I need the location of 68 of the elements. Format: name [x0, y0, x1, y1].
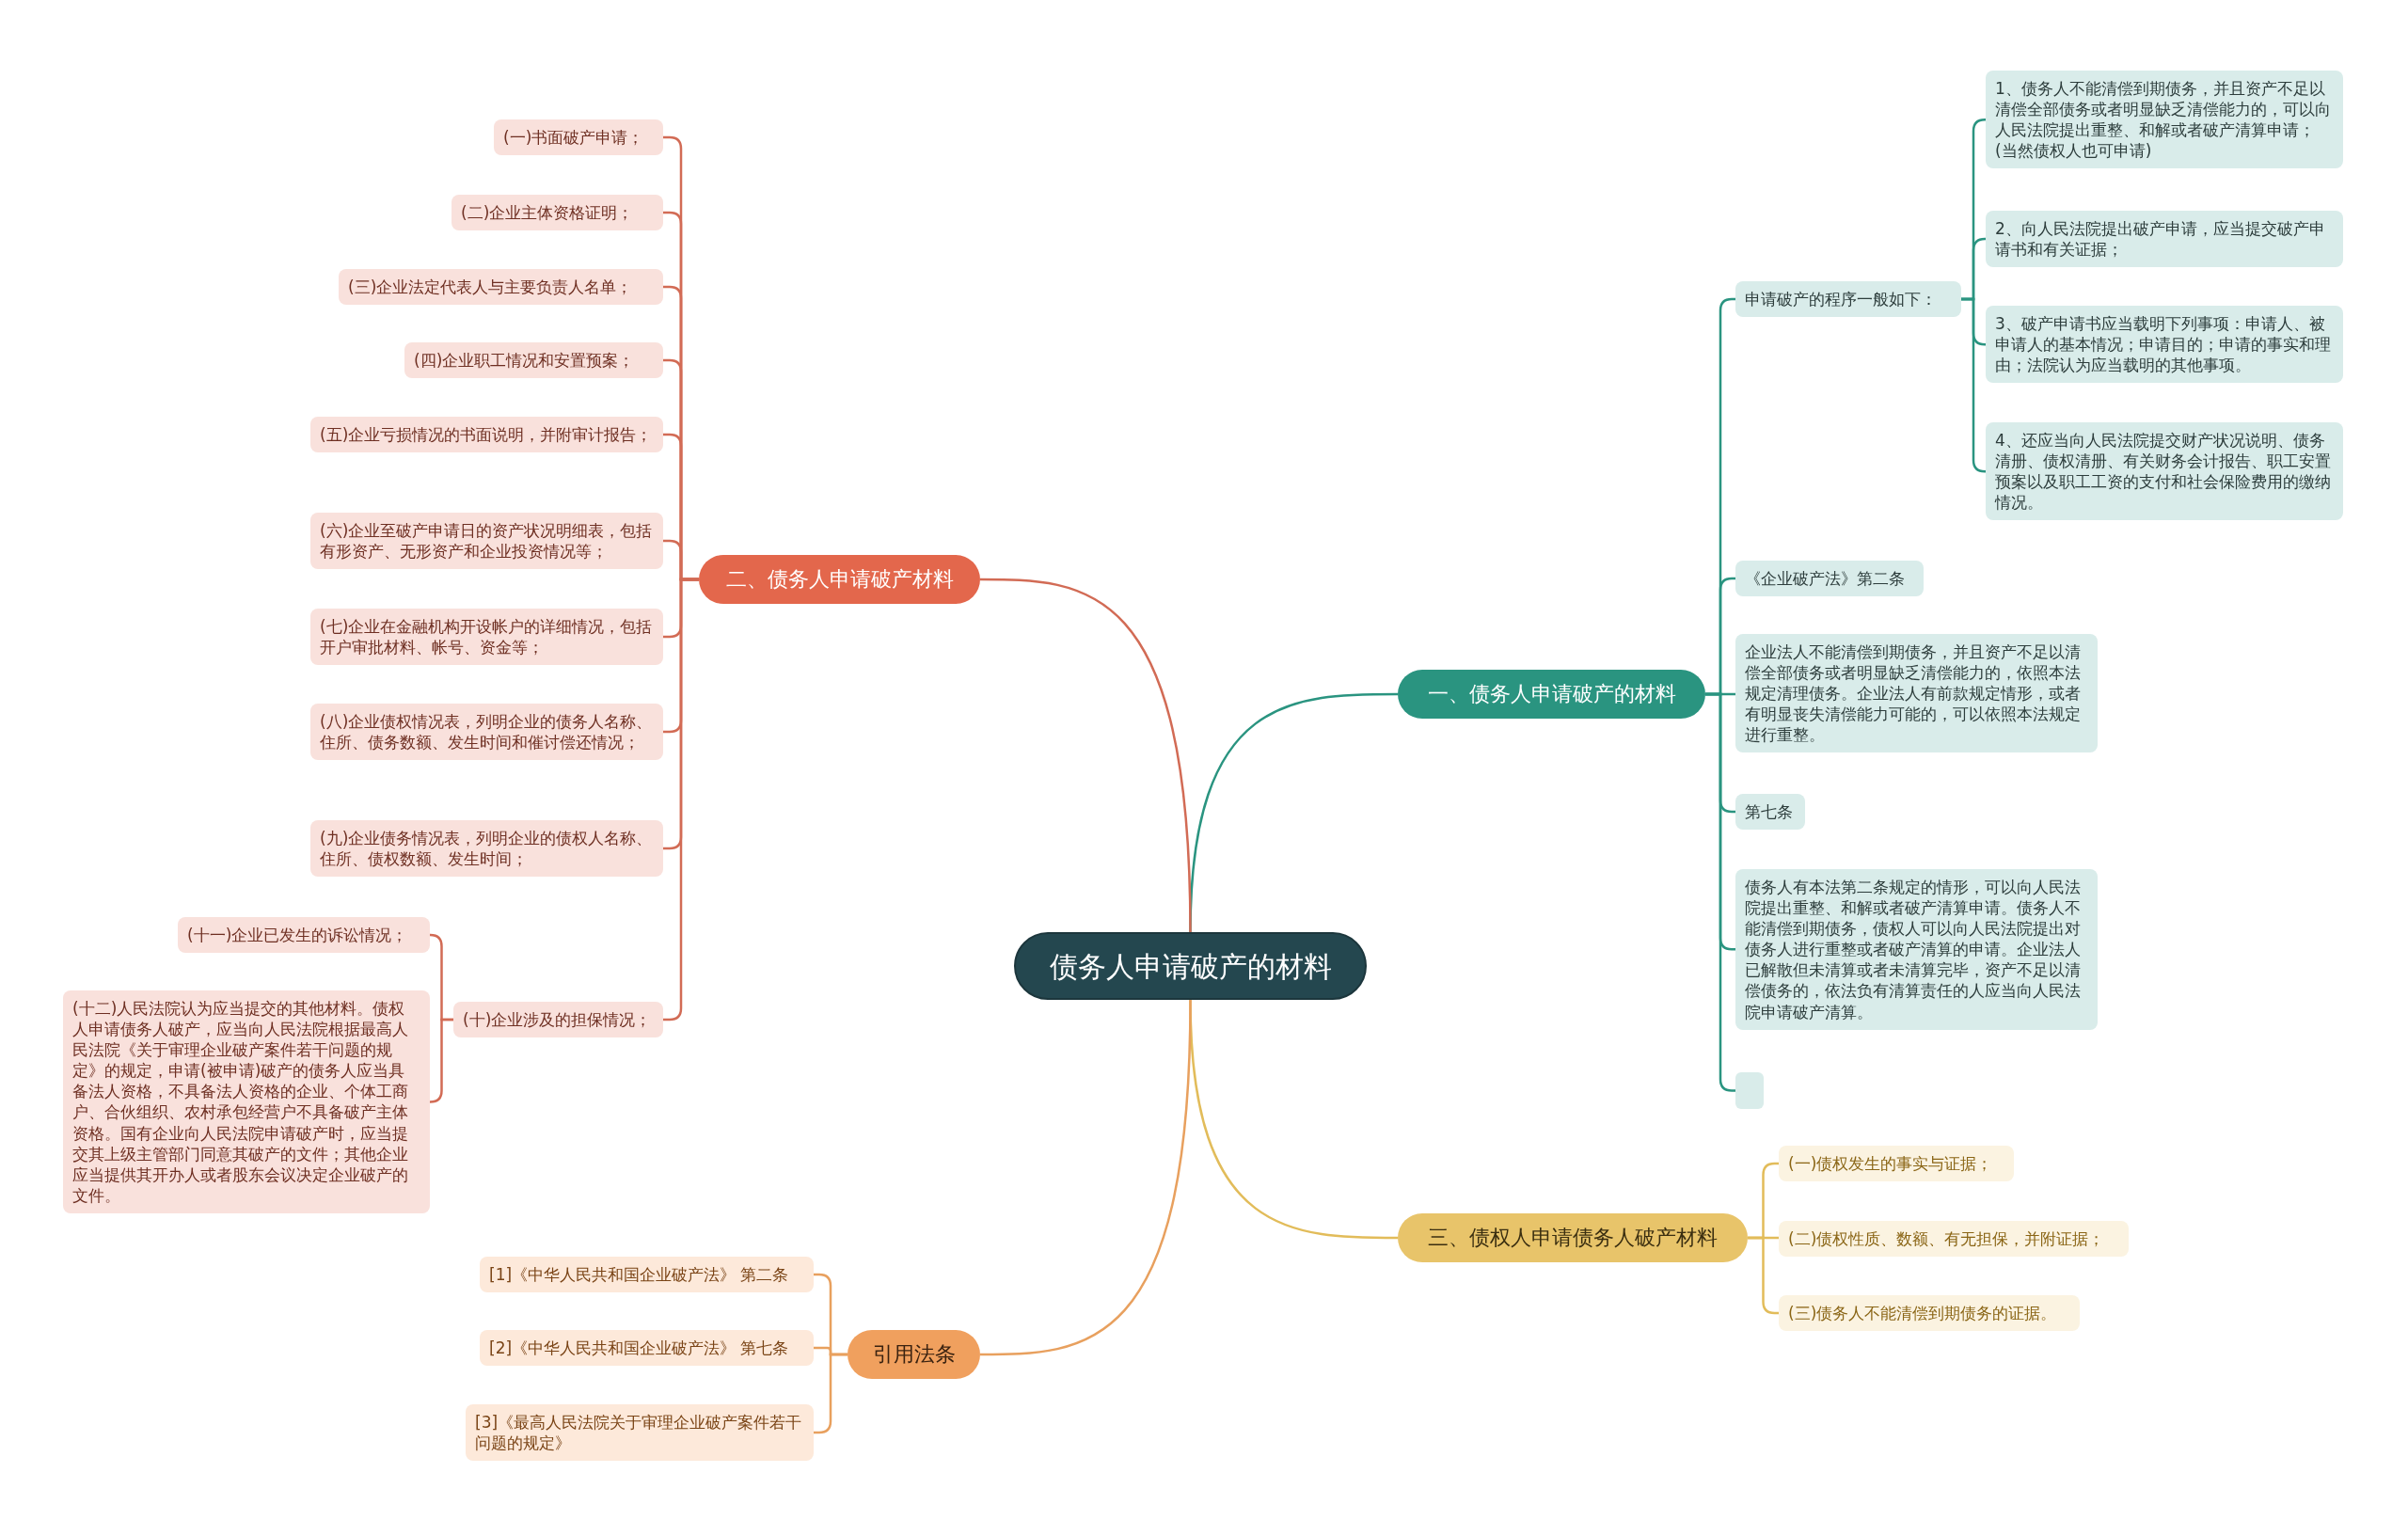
subtopic-box — [1779, 1221, 2129, 1258]
subtopic-box — [1779, 1146, 2014, 1182]
topic-text: 三、债权人申请债务人破产材料 — [1428, 1224, 1718, 1251]
topic-text: 债务人申请破产的材料 — [1049, 948, 1332, 985]
topic-text: [3]《最高人民法院关于审理企业破产案件若干问题的规定》 — [475, 1413, 802, 1453]
subtopic-box — [310, 609, 663, 666]
subtopic-box — [452, 195, 663, 231]
topic-text: (五)企业亏损情况的书面说明，并附审计报告； — [320, 425, 653, 444]
subtopic-box — [63, 990, 430, 1213]
branch-topic — [1398, 1213, 1748, 1262]
connector-line — [980, 999, 1192, 1356]
subtopic-box — [1735, 869, 2098, 1030]
branch-topic — [699, 555, 980, 604]
subtopic-box — [339, 269, 663, 306]
topic-text: 4、还应当向人民法院提交财产状况说明、债务清册、债权清册、有关财务会计报告、职工安置预案以及职工工资的支付和社会保险费用的缴纳情况。 — [1995, 431, 2331, 513]
connector-line — [980, 578, 1192, 933]
subtopic-box — [1735, 561, 1924, 597]
topic-text: (八)企业债权情况表，列明企业的债务人名称、住所、债务数额、发生时间和催讨偿还情况； — [320, 712, 653, 752]
subtopic-box — [1735, 281, 1961, 318]
subtopic-box — [466, 1404, 814, 1462]
topic-text: 引用法条 — [872, 1340, 956, 1368]
topic-text: (二)企业主体资格证明； — [461, 203, 634, 222]
topic-text: (十一)企业已发生的诉讼情况； — [187, 926, 408, 944]
subtopic-box — [1986, 422, 2343, 521]
topic-text: (六)企业至破产申请日的资产状况明细表，包括有形资产、无形资产和企业投资情况等； — [320, 521, 653, 562]
subtopic-box — [480, 1330, 814, 1367]
subtopic-box — [178, 917, 430, 954]
subtopic-box — [453, 1002, 663, 1038]
topic-text: 债务人有本法第二条规定的情形，可以向人民法院提出重整、和解或者破产清算申请。债务人不能清偿到期债务，债权人可以向人民法院提出对债务人进行重整或者破产清算的申请。企业法人已解散但未清算或者未清算完毕，资产不足以清偿债务的，依法负有清算责任的人应当向人民法院申请破产清算。 — [1745, 878, 2081, 1021]
topic-text: (七)企业在金融机构开设帐户的详细情况，包括开户审批材料、帐号、资金等； — [320, 617, 653, 657]
topic-text: 3、破产申请书应当载明下列事项：申请人、被申请人的基本情况；申请目的；申请的事实和理由；法院认为应当载明的其他事项。 — [1995, 314, 2331, 375]
connector-line — [1961, 297, 1987, 473]
topic-text: 《企业破产法》第二条 — [1745, 569, 1905, 588]
topic-text: (四)企业职工情况和安置预案； — [414, 351, 635, 370]
subtopic-box — [1986, 306, 2343, 384]
subtopic-box — [1986, 71, 2343, 169]
subtopic-box — [310, 417, 663, 453]
topic-text: 2、向人民法院提出破产申请，应当提交破产申请书和有关证据； — [1995, 219, 2325, 260]
topic-text: 申请破产的程序一般如下： — [1745, 290, 1937, 309]
topic-text: (九)企业债务情况表，列明企业的债权人名称、住所、债权数额、发生时间； — [320, 829, 653, 869]
branch-topic — [848, 1330, 980, 1379]
topic-text: 第七条 — [1745, 802, 1793, 821]
subtopic-box — [1986, 211, 2343, 268]
topic-text: [1]《中华人民共和国企业破产法》 第二条 — [489, 1265, 789, 1284]
topic-text: (三)债务人不能清偿到期债务的证据。 — [1788, 1304, 2057, 1322]
topic-text: 企业法人不能清偿到期债务，并且资产不足以清偿全部债务或者明显缺乏清偿能力的，依照本法规定清理债务。企业法人有前款规定情形，或者有明显丧失清偿能力可能的，可以依照本法规定进行重整。 — [1745, 642, 2081, 745]
subtopic-box — [404, 342, 663, 379]
subtopic-box — [1735, 794, 1805, 831]
subtopic-box — [1735, 634, 2098, 753]
connector-line — [429, 1018, 453, 1103]
topic-text: [2]《中华人民共和国企业破产法》 第七条 — [489, 1338, 789, 1357]
topic-text: (一)书面破产申请； — [503, 128, 644, 147]
topic-text: (三)企业法定代表人与主要负责人名单； — [348, 277, 633, 296]
subtopic-box — [310, 820, 663, 878]
topic-text: (二)债权性质、数额、有无担保，并附证据； — [1788, 1229, 2105, 1248]
topic-text: 1、债务人不能清偿到期债务，并且资产不足以清偿全部债务或者明显缺乏清偿能力的，可以向人民法院提出重整、和解或者破产清算申请；(当然债权人也可申请) — [1995, 79, 2331, 161]
topic-text: 一、债务人申请破产的材料 — [1427, 680, 1676, 707]
topic-text: (一)债权发生的事实与证据； — [1788, 1154, 1993, 1173]
topic-text: (十)企业涉及的担保情况； — [463, 1010, 652, 1029]
topic-text: (十二)人民法院认为应当提交的其他材料。债权人申请债务人破产，应当向人民法院根据最高人民法院《关于审理企业破产案件若干问题的规定》的规定，申请(被申请)破产的债务人应当具备法人资格，不具备法人资格的企业、个体工商户、合伙组织、农村承包经营户不具备破产主体资格。国有企业向人民法院申请破产时，应当提交其上级主管部门同意其破产的文件；其他企业应当提供其开办人或者股东会议决定企业破产的文件。 — [72, 999, 408, 1205]
topic-text: 二、债务人申请破产材料 — [725, 565, 954, 593]
subtopic-box — [1779, 1295, 2080, 1332]
subtopic-box — [480, 1257, 814, 1293]
subtopic-box — [494, 119, 663, 156]
branch-topic — [1398, 670, 1705, 719]
subtopic-box — [310, 513, 663, 570]
empty-box — [1735, 1072, 1764, 1109]
subtopic-box — [310, 704, 663, 761]
